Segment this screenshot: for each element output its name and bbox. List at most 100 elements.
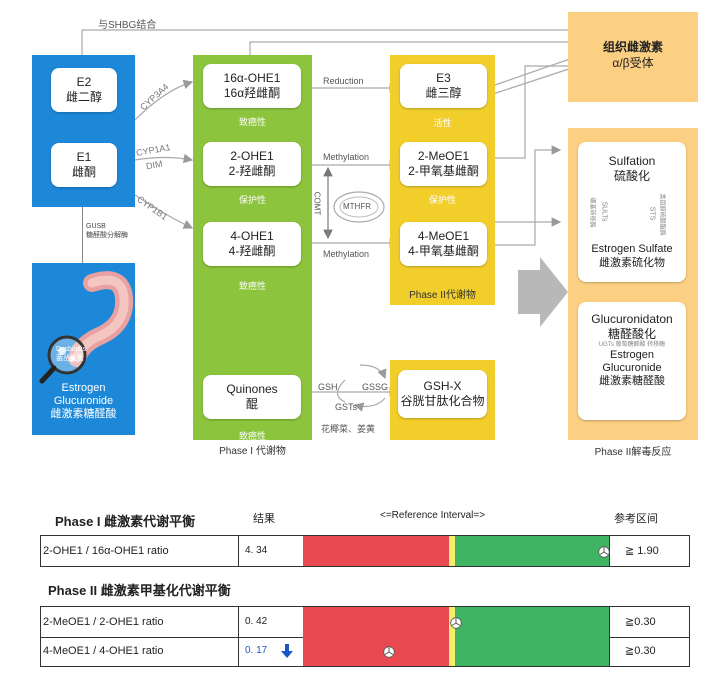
- oh16-note: 致癌性: [238, 117, 266, 127]
- oh2-note: 保护性: [238, 195, 266, 205]
- sults-cn-label: 磺基转移酶: [588, 197, 595, 228]
- e3-note: 活性: [433, 118, 452, 128]
- e1-cn: 雌酮: [71, 165, 96, 179]
- meo2-box: 2-MeOE1 2-甲氧基雌酮: [400, 142, 487, 186]
- table-row: 2-OHE1 / 16α-OHE1 ratio 4. 34 ≧ 1.90: [40, 535, 690, 567]
- meo4-cn: 4-甲氧基雌酮: [408, 244, 479, 258]
- bar-green: [455, 607, 609, 637]
- divider: [238, 536, 239, 566]
- e1-box: E1 雌酮: [51, 143, 117, 187]
- result-header: 结果: [253, 513, 275, 525]
- oh2-cn: 2-羟雌酮: [228, 164, 276, 178]
- oh4-cn: 4-羟雌酮: [228, 244, 276, 258]
- row-result: 0. 17: [245, 645, 268, 656]
- sulfation-en: Sulfation: [608, 154, 656, 168]
- receptor-sub: α/β受体: [612, 56, 654, 70]
- methylation-label-1: Methylation: [323, 152, 370, 162]
- vegetables-label: 花椰菜、姜黄: [321, 424, 376, 434]
- mthfr-label: MTHFR: [343, 202, 371, 211]
- receptor-panel: [568, 12, 698, 102]
- section2-title: Phase II 雌激素甲基化代谢平衡: [48, 583, 231, 598]
- divider: [238, 636, 239, 666]
- bar-red: [303, 607, 449, 637]
- bar-red: [303, 536, 449, 566]
- table-row: 2-MeOE1 / 2-OHE1 ratio 0. 42 ≧0.30: [40, 606, 690, 638]
- phase1-caption: Phase I 代谢物: [219, 446, 286, 457]
- bar-yellow: [449, 536, 455, 566]
- e2-name: E2: [76, 75, 92, 89]
- glucuronidation-box: Glucuronidaton 糖醛酸化 UGTs 葡萄糖醛酸 转移酶 Estro…: [578, 302, 686, 420]
- oh16-cn: 16α羟雌酮: [223, 86, 281, 100]
- bar-red: [303, 636, 449, 666]
- range-header: 参考区间: [614, 513, 658, 525]
- gluc-en: Glucuronidaton: [591, 312, 673, 326]
- e3-box: E3 雌三醇: [400, 64, 487, 108]
- bar-yellow: [449, 636, 455, 666]
- sts-cn-label: 类固醇硫酸酯酶: [658, 193, 665, 236]
- row-result: 4. 34: [245, 545, 268, 556]
- gsh-box-name: GSH-X: [423, 379, 462, 393]
- reference-header: <=Reference Interval=>: [380, 510, 486, 521]
- divider: [238, 607, 239, 637]
- row-label: 2-OHE1 / 16α-OHE1 ratio: [43, 545, 169, 557]
- oh16-name: 16α-OHE1: [223, 71, 281, 85]
- row-label: 4-MeOE1 / 4-OHE1 ratio: [43, 645, 164, 657]
- gluc-cn: 糖醛酸化: [607, 327, 656, 341]
- meo4-name: 4-MeOE1: [417, 229, 470, 243]
- divider: [609, 636, 610, 666]
- bar-green: [455, 536, 609, 566]
- receptor-title: 组织雌激素: [602, 40, 663, 54]
- result-marker: [598, 545, 611, 558]
- sults-label: SULTs: [600, 201, 608, 222]
- phase2-caption: Phase II代谢物: [409, 290, 476, 301]
- gusb-line: [82, 207, 83, 265]
- meo2-name: 2-MeOE1: [417, 149, 470, 163]
- sulfation-box: Sulfation 硫酸化: [578, 142, 686, 282]
- methylation-label-2: Methylation: [323, 249, 370, 259]
- quinones-box: Quinones 醌: [203, 375, 301, 419]
- comt-label: COMT: [312, 191, 322, 216]
- low-arrow-icon: [281, 644, 293, 658]
- reduction-label: Reduction: [323, 76, 364, 86]
- bar-green: [455, 636, 609, 666]
- row-result: 0. 42: [245, 616, 268, 627]
- ugts-label: UGTs 葡萄糖醛酸 转移酶: [598, 342, 666, 348]
- gusb-label: GUSB 糖醛酸分解酶: [86, 223, 128, 239]
- sulfation-cn: 硫酸化: [613, 169, 650, 183]
- shbg-label: 与SHBG结合: [98, 20, 157, 31]
- e3-cn: 雌三醇: [425, 86, 462, 100]
- gsh-box: GSH-X 谷胱甘肽化合物: [398, 370, 487, 418]
- row-range: ≧ 1.90: [625, 545, 659, 557]
- meo2-cn: 2-甲氧基雌酮: [408, 164, 479, 178]
- gsts-label: GSTs: [335, 402, 358, 412]
- estrogen-glucuronide-label: Estrogen Glucuronide 雌激素糖醛酸: [50, 382, 117, 420]
- quinones-name: Quinones: [226, 382, 278, 396]
- result-marker: [450, 616, 462, 629]
- row-range: ≧0.30: [625, 645, 656, 657]
- gsh-box-cn: 谷胱甘肽化合物: [400, 394, 485, 408]
- estrogen-sulfate: Estrogen Sulfate 雌激素硫化物: [591, 243, 673, 269]
- quinones-note: 致癌性: [238, 431, 266, 441]
- gssg-label: GSSG: [362, 382, 389, 392]
- oh16-box: 16α-OHE1 16α羟雌酮: [203, 64, 301, 108]
- gluc-product: Estrogen Glucuronide 雌激素糖醛酸: [599, 349, 665, 387]
- meo4-box: 4-MeOE1 4-甲氧基雌酮: [400, 222, 487, 266]
- table-row: 4-MeOE1 / 4-OHE1 ratio 0. 17 ≧0.30: [40, 636, 690, 667]
- oh2-box: 2-OHE1 2-羟雌酮: [203, 142, 301, 186]
- gsh-label: GSH: [318, 382, 338, 392]
- oh4-note: 致癌性: [238, 281, 266, 291]
- oh4-name: 4-OHE1: [230, 229, 274, 243]
- row-range: ≧0.30: [625, 616, 656, 628]
- meo2-note: 保护性: [428, 195, 456, 205]
- intestine-illustration: [39, 271, 134, 384]
- e1-name: E1: [76, 150, 92, 164]
- e2-box: E2 雌二醇: [51, 68, 117, 112]
- row-label: 2-MeOE1 / 2-OHE1 ratio: [43, 616, 164, 628]
- detox-caption: Phase II解毒反应: [594, 447, 672, 458]
- dysbiosis-label: Dysbiosis 菌丛失衡: [56, 346, 86, 362]
- oh4-box: 4-OHE1 4-羟雌酮: [203, 222, 301, 266]
- sts-label: STS: [648, 206, 656, 221]
- e3-name: E3: [436, 71, 451, 85]
- oh2-name: 2-OHE1: [230, 149, 274, 163]
- section1-title: Phase I 雌激素代谢平衡: [55, 514, 196, 529]
